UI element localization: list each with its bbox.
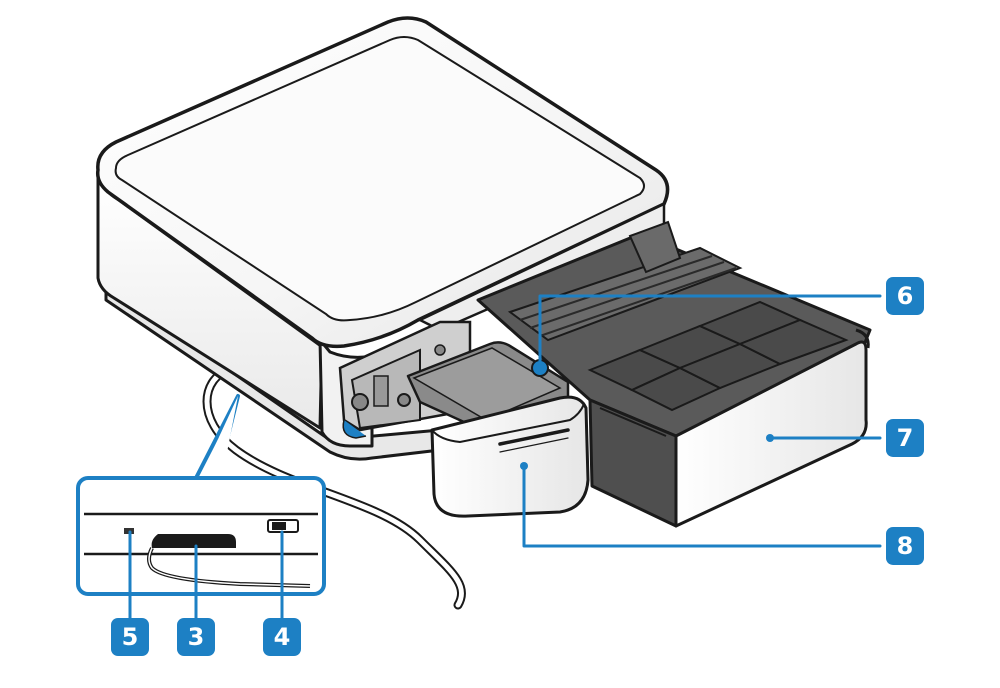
cable-port [151, 534, 236, 548]
callout-8: 8 [886, 527, 924, 565]
callout-4: 4 [263, 618, 301, 656]
callout-6: 6 [886, 277, 924, 315]
leader-8 [522, 464, 882, 548]
callout-7: 7 [886, 419, 924, 457]
callout-5: 5 [111, 618, 149, 656]
callout-3: 3 [177, 618, 215, 656]
leader-6 [538, 294, 882, 370]
cash-drawer-front [674, 340, 868, 528]
printer-drawer [430, 395, 590, 518]
lid-inner-panel [114, 36, 645, 322]
inset-pointer-fill [200, 396, 238, 478]
paper-slot [498, 428, 570, 446]
leader-lines [128, 294, 882, 620]
